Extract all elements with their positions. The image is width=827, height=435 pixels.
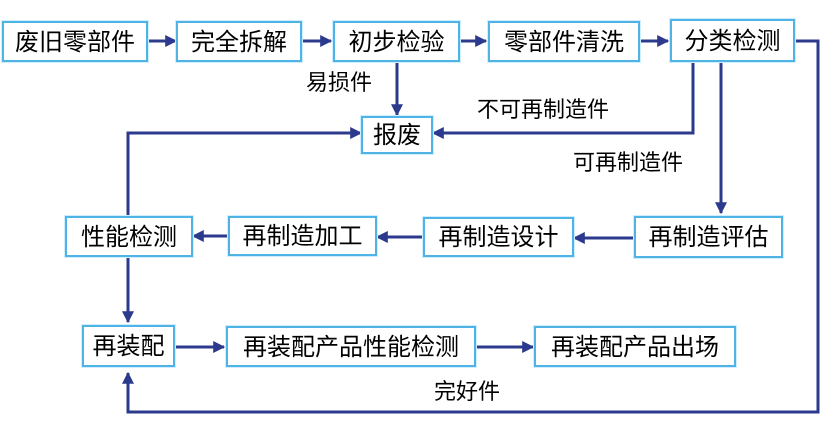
- node-parts-cleaning: 零部件清洗: [488, 21, 640, 62]
- node-performance-test: 性能检测: [65, 216, 193, 257]
- label-non-remanufacturable: 不可再制造件: [477, 98, 610, 123]
- node-remanufacture-design: 再制造设计: [423, 217, 574, 257]
- label-wear-parts: 易损件: [306, 71, 373, 96]
- node-remanufacture-evaluation: 再制造评估: [634, 216, 783, 258]
- node-full-disassembly: 完全拆解: [176, 21, 302, 62]
- arrow-classification-to-reassembly: [122, 39, 820, 414]
- node-scrap: 报废: [361, 116, 433, 154]
- node-classification-test: 分类检测: [670, 19, 795, 62]
- label-remanufacturable: 可再制造件: [573, 151, 684, 176]
- node-waste-parts: 废旧零部件: [2, 21, 148, 62]
- node-remanufacture-processing: 再制造加工: [228, 216, 377, 256]
- node-reassembly: 再装配: [82, 325, 175, 367]
- node-reassembled-product-test: 再装配产品性能检测: [226, 326, 476, 367]
- node-reassembled-product-shipment: 再装配产品出场: [534, 326, 736, 367]
- arrow-performance-to-scrap: [126, 127, 363, 215]
- node-initial-inspection: 初步检验: [333, 21, 460, 62]
- arrow-classification-to-scrap: [431, 62, 695, 139]
- label-intact-parts: 完好件: [434, 380, 501, 405]
